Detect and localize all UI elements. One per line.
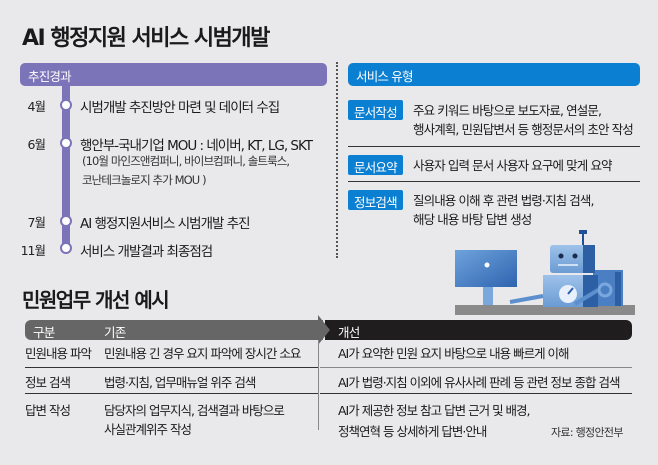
timeline-subtext: 코난테크놀로지 추가 MOU ) — [82, 173, 207, 187]
source-credit: 자료: 행정안전부 — [551, 426, 623, 439]
row-divider — [320, 367, 632, 368]
service-badge: 문서작성 — [348, 100, 403, 120]
timeline-month: 11월 — [20, 243, 46, 258]
row-divider — [25, 393, 318, 394]
timeline-dot-icon — [60, 137, 72, 149]
service-desc: 주요 키워드 바탕으로 보도자료, 연설문, 행사계획, 민원답변서 등 행정문… — [413, 101, 634, 139]
timeline-header: 추진경과 — [20, 63, 327, 86]
table-cell-before: 법령·지침, 업무매뉴얼 위주 검색 — [104, 375, 256, 390]
timeline-dot-icon — [60, 215, 72, 227]
timeline-month: 4월 — [27, 99, 46, 114]
timeline-text: 행안부-국내기업 MOU : 네이버, KT, LG, SKT — [80, 138, 313, 154]
column-header-category: 구분 — [33, 325, 55, 340]
timeline-text: 서비스 개발결과 최종점검 — [80, 244, 213, 260]
robot-illustration-icon — [455, 230, 635, 315]
service-desc: 사용자 입력 문서 사용자 요구에 맞게 요약 — [413, 156, 613, 175]
table-cell-category: 답변 작성 — [25, 403, 71, 418]
timeline-text: AI 행정지원서비스 시범개발 추진 — [80, 216, 251, 232]
service-badge: 문서요약 — [348, 155, 403, 175]
page-title: AI 행정지원 서비스 시범개발 — [22, 26, 270, 51]
table-cell-before: 담당자의 업무지식, 검색결과 바탕으로 — [104, 403, 285, 418]
table-cell-after: 정책연혁 등 상세하게 답변·안내 — [338, 424, 487, 439]
section-divider — [336, 62, 338, 258]
table-cell-before: 사실관계위주 작성 — [104, 422, 192, 437]
table-header-after — [325, 320, 632, 340]
service-desc-line: 주요 키워드 바탕으로 보도자료, 연설문, — [413, 103, 602, 118]
timeline-dot-icon — [60, 99, 72, 111]
service-desc-line: 행사계획, 민원답변서 등 행정문서의 초안 작성 — [413, 122, 634, 137]
timeline-text: 시범개발 추진방안 마련 및 데이터 수집 — [80, 100, 280, 116]
table-cell-after: AI가 요약한 민원 요지 바탕으로 내용 빠르게 이해 — [338, 346, 570, 361]
timeline-month: 6월 — [27, 137, 46, 152]
table-header-before — [25, 320, 323, 340]
table-column-divider — [318, 340, 319, 430]
service-desc-line: 사용자 입력 문서 사용자 요구에 맞게 요약 — [413, 158, 613, 173]
divider — [348, 146, 640, 147]
table-cell-category: 정보 검색 — [25, 375, 71, 390]
table-cell-after: AI가 법령·지침 이외에 유사사례 판례 등 관련 정보 종합 검색 — [338, 375, 620, 390]
service-desc: 질의내용 이해 후 관련 법령·지침 검색, 해당 내용 바탕 답변 생성 — [413, 191, 594, 229]
timeline-dot-icon — [60, 242, 72, 254]
section-title: 민원업무 개선 예시 — [22, 288, 170, 312]
table-cell-before: 민원내용 긴 경우 요지 파악에 장시간 소요 — [104, 346, 301, 361]
service-desc-line: 질의내용 이해 후 관련 법령·지침 검색, — [413, 193, 594, 208]
timeline-subtext: (10월 마인즈앤컴퍼니, 바이브컴퍼니, 솔트룩스, — [82, 154, 290, 168]
row-divider — [320, 393, 632, 394]
table-cell-category: 민원내용 파악 — [25, 346, 92, 361]
timeline-month: 7월 — [27, 215, 46, 230]
arrow-right-icon — [318, 315, 330, 345]
divider — [348, 181, 640, 182]
service-types-header: 서비스 유형 — [348, 63, 640, 86]
column-header-after: 개선 — [338, 325, 360, 340]
table-cell-after: AI가 제공한 정보 참고 답변 근거 및 배경, — [338, 403, 531, 418]
service-badge: 정보검색 — [348, 190, 403, 210]
service-desc-line: 해당 내용 바탕 답변 생성 — [413, 212, 532, 227]
timeline-line — [62, 84, 70, 252]
row-divider — [25, 367, 318, 368]
column-header-before: 기존 — [104, 325, 126, 340]
